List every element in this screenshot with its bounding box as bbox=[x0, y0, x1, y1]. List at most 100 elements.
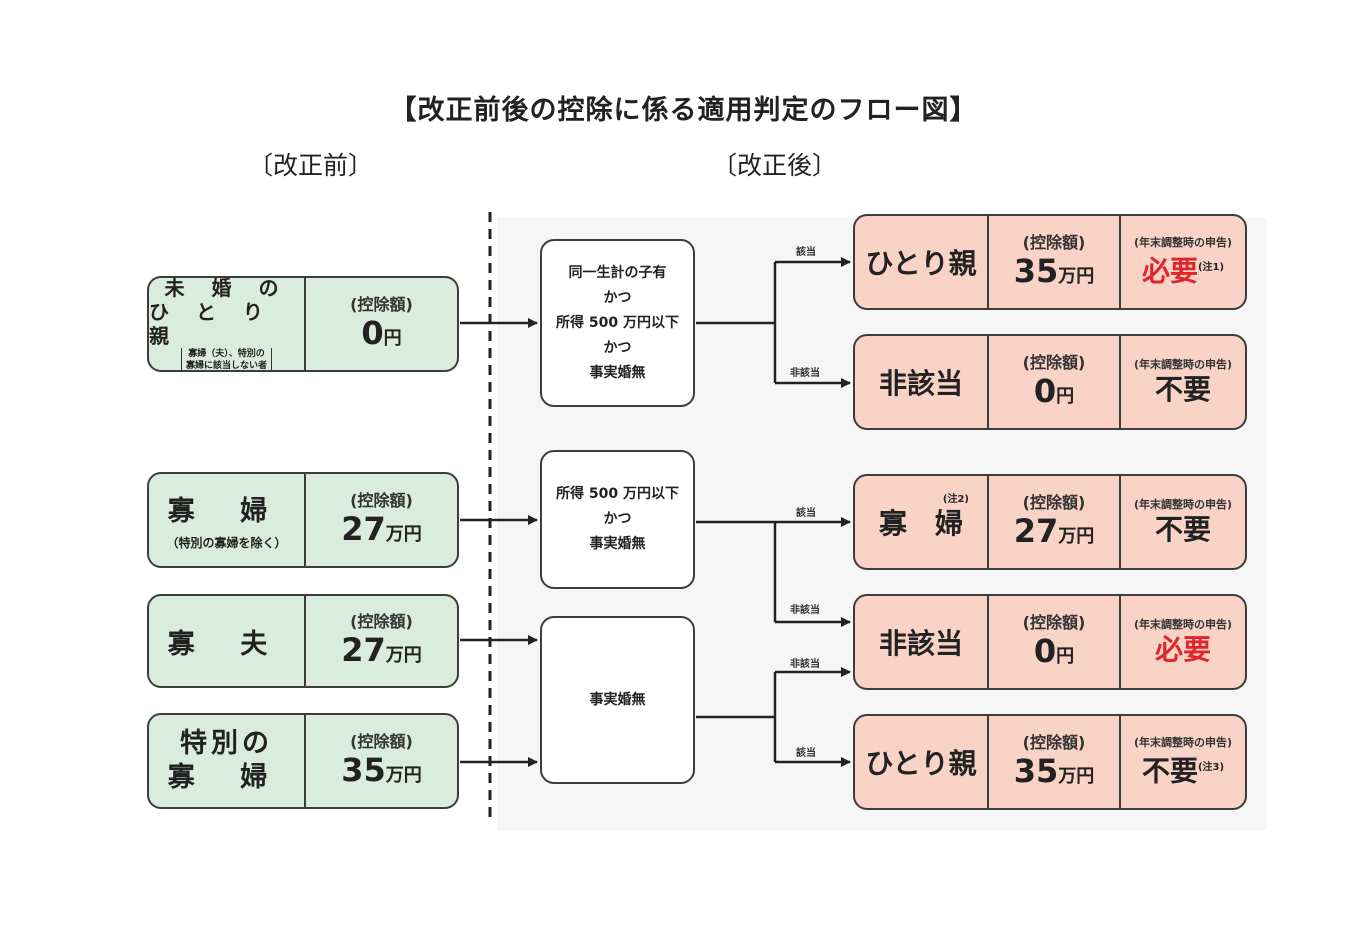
report-required: 必要 bbox=[1141, 254, 1198, 288]
name-sub2: 寡婦に該当しない者 bbox=[185, 361, 267, 371]
report-cell: (年末調整時の申告) 不要 bbox=[1121, 476, 1245, 568]
report-value: 必要(注1) bbox=[1142, 250, 1224, 289]
deduction-cell: (控除額) 0円 bbox=[989, 336, 1121, 428]
branch-label-yes: 該当 bbox=[796, 748, 816, 759]
report-cell: (年末調整時の申告) 必要(注1) bbox=[1121, 216, 1245, 308]
before-box-widow: 寡 婦 （特別の寡婦を除く） (控除額) 27万円 bbox=[147, 472, 459, 568]
deduction-amount: 0円 bbox=[1034, 633, 1074, 675]
amount-value: 0 bbox=[361, 314, 384, 352]
condition-line: かつ bbox=[603, 339, 632, 356]
amount-value: 35 bbox=[1013, 252, 1059, 290]
amount-value: 0 bbox=[1033, 372, 1057, 410]
amount-unit: 万円 bbox=[1058, 526, 1095, 547]
name-sub: （特別の寡婦を除く） bbox=[166, 536, 287, 550]
after-box-single-parent: ひとり親 (控除額) 35万円 (年末調整時の申告) 必要(注1) bbox=[853, 214, 1247, 310]
name-sub: 寡婦（夫）、特別の 寡婦に該当しない者 bbox=[180, 348, 272, 372]
name-line1: 寡 婦 bbox=[167, 496, 286, 527]
condition-box-1: 同一生計の子有 かつ 所得 500 万円以下 かつ 事実婚無 bbox=[540, 239, 695, 407]
after-box-name: 非該当 bbox=[855, 336, 989, 428]
deduction-label: (控除額) bbox=[350, 295, 413, 314]
note-marker: (注3) bbox=[1197, 762, 1225, 774]
report-required: 必要 bbox=[1154, 633, 1211, 666]
deduction-label: (控除額) bbox=[1022, 353, 1086, 372]
page-title: 【改正前後の控除に係る適用判定のフロー図】 bbox=[389, 95, 978, 126]
after-box-not-applicable: 非該当 (控除額) 0円 (年末調整時の申告) 不要 bbox=[853, 334, 1247, 430]
before-box-unmarried-single-parent: 未 婚 の ひ と り 親 寡婦（夫）、特別の 寡婦に該当しない者 (控除額) … bbox=[147, 276, 459, 372]
report-label: (年末調整時の申告) bbox=[1133, 236, 1233, 250]
report-value: 不要 bbox=[1154, 513, 1211, 546]
deduction-amount: 35万円 bbox=[341, 752, 422, 794]
deduction-label: (控除額) bbox=[350, 612, 413, 631]
report-cell: (年末調整時の申告) 不要 bbox=[1121, 336, 1245, 428]
condition-line: かつ bbox=[603, 289, 632, 306]
report-text: 不要 bbox=[1141, 754, 1198, 788]
after-box-not-applicable: 非該当 (控除額) 0円 (年末調整時の申告) 必要 bbox=[853, 594, 1247, 690]
after-box-single-parent: ひとり親 (控除額) 35万円 (年末調整時の申告) 不要(注3) bbox=[853, 714, 1247, 810]
amount-unit: 円 bbox=[383, 328, 402, 349]
name-line1: 特別の bbox=[180, 728, 273, 759]
deduction-cell: (控除額) 0円 bbox=[989, 596, 1121, 688]
amount-unit: 円 bbox=[1056, 386, 1075, 407]
before-box-name: 特別の 寡 婦 bbox=[149, 715, 306, 807]
report-label: (年末調整時の申告) bbox=[1133, 498, 1233, 511]
report-label: (年末調整時の申告) bbox=[1133, 736, 1233, 750]
report-cell: (年末調整時の申告) 必要 bbox=[1121, 596, 1245, 688]
amount-value: 27 bbox=[341, 510, 386, 548]
amount-unit: 万円 bbox=[1058, 266, 1095, 287]
name-sub1: 寡婦（夫）、特別の bbox=[188, 349, 265, 359]
condition-box-3: 事実婚無 bbox=[540, 616, 695, 784]
deduction-amount: 27万円 bbox=[341, 632, 422, 674]
deduction-cell: (控除額) 27万円 bbox=[306, 596, 457, 686]
report-label: (年末調整時の申告) bbox=[1133, 358, 1233, 371]
name-line1: 未 婚 の bbox=[164, 276, 289, 300]
condition-line: 同一生計の子有 bbox=[568, 264, 667, 281]
amount-unit: 円 bbox=[1056, 646, 1075, 667]
branch-label-no: 非該当 bbox=[790, 368, 820, 379]
before-box-name: 未 婚 の ひ と り 親 寡婦（夫）、特別の 寡婦に該当しない者 bbox=[149, 276, 306, 372]
condition-box-2: 所得 500 万円以下 かつ 事実婚無 bbox=[540, 450, 695, 589]
report-cell: (年末調整時の申告) 不要(注3) bbox=[1121, 716, 1245, 808]
amount-value: 0 bbox=[1033, 632, 1057, 670]
condition-line: 事実婚無 bbox=[589, 691, 646, 708]
amount-unit: 万円 bbox=[385, 645, 422, 666]
before-box-name: 寡 婦 （特別の寡婦を除く） bbox=[149, 474, 306, 566]
after-box-name: ひとり親 bbox=[855, 216, 989, 308]
deduction-cell: (控除額) 35万円 bbox=[989, 716, 1121, 808]
header-before: 〔改正前〕 bbox=[248, 151, 374, 180]
condition-line: 所得 500 万円以下 bbox=[556, 314, 679, 331]
note-marker: (注1) bbox=[1197, 262, 1225, 274]
report-value: 不要 bbox=[1154, 373, 1211, 406]
amount-unit: 万円 bbox=[385, 524, 422, 545]
deduction-label: (控除額) bbox=[1022, 613, 1086, 632]
deduction-label: (控除額) bbox=[1022, 733, 1086, 752]
name-line2: 寡 婦 bbox=[167, 762, 286, 793]
deduction-amount: 35万円 bbox=[1014, 753, 1095, 795]
deduction-cell: (控除額) 27万円 bbox=[989, 476, 1121, 568]
report-value: 不要(注3) bbox=[1142, 750, 1224, 789]
note-marker: (注2) bbox=[942, 494, 969, 505]
branch-label-no: 非該当 bbox=[790, 659, 820, 670]
amount-value: 27 bbox=[341, 631, 386, 669]
report-label: (年末調整時の申告) bbox=[1133, 618, 1233, 631]
deduction-amount: 27万円 bbox=[1014, 513, 1095, 555]
amount-unit: 万円 bbox=[385, 765, 422, 786]
header-after: 〔改正後〕 bbox=[712, 151, 838, 180]
amount-value: 35 bbox=[341, 751, 386, 789]
after-box-name: 非該当 bbox=[855, 596, 989, 688]
deduction-amount: 0円 bbox=[1034, 373, 1074, 415]
deduction-label: (控除額) bbox=[1022, 233, 1086, 252]
condition-line: 所得 500 万円以下 bbox=[556, 486, 679, 502]
deduction-cell: (控除額) 35万円 bbox=[306, 715, 457, 807]
amount-unit: 万円 bbox=[1058, 766, 1095, 787]
after-box-name: 寡 婦 (注2) bbox=[855, 476, 989, 568]
condition-line: 事実婚無 bbox=[589, 364, 646, 381]
branch-label-yes: 該当 bbox=[796, 508, 816, 519]
deduction-cell: (控除額) 35万円 bbox=[989, 216, 1121, 308]
condition-line: 事実婚無 bbox=[589, 536, 646, 552]
deduction-label: (控除額) bbox=[350, 491, 413, 510]
before-box-name: 寡 夫 bbox=[149, 596, 306, 686]
condition-line: かつ bbox=[603, 511, 632, 527]
deduction-label: (控除額) bbox=[1022, 493, 1086, 512]
deduction-label: (控除額) bbox=[350, 732, 413, 751]
